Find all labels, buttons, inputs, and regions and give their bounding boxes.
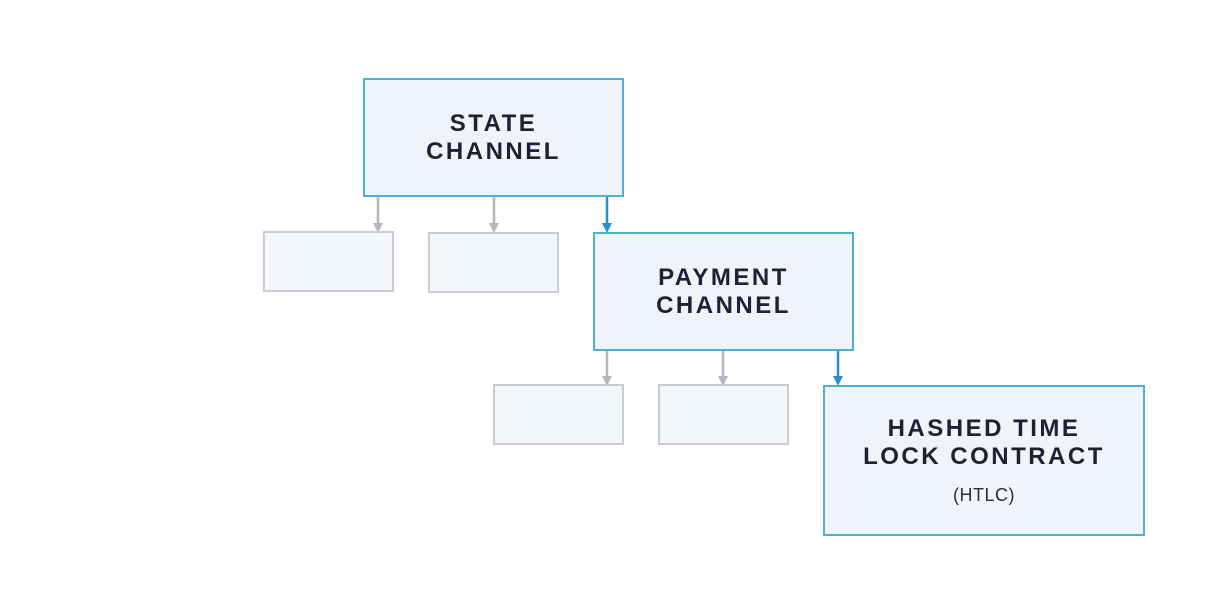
- state-channel-node: STATE CHANNEL: [363, 78, 624, 197]
- htlc-subtitle: (HTLC): [953, 484, 1015, 505]
- payment-child-node-1: [493, 384, 624, 445]
- payment-child-node-2: [658, 384, 789, 445]
- payment-channel-node: PAYMENT CHANNEL: [593, 232, 854, 351]
- state-child-node-1: [263, 231, 394, 292]
- state-child-node-2: [428, 232, 559, 293]
- state-channel-title: STATE CHANNEL: [426, 109, 561, 165]
- htlc-title: HASHED TIME LOCK CONTRACT: [863, 414, 1105, 470]
- payment-channel-title: PAYMENT CHANNEL: [656, 263, 791, 319]
- htlc-node: HASHED TIME LOCK CONTRACT (HTLC): [823, 385, 1145, 536]
